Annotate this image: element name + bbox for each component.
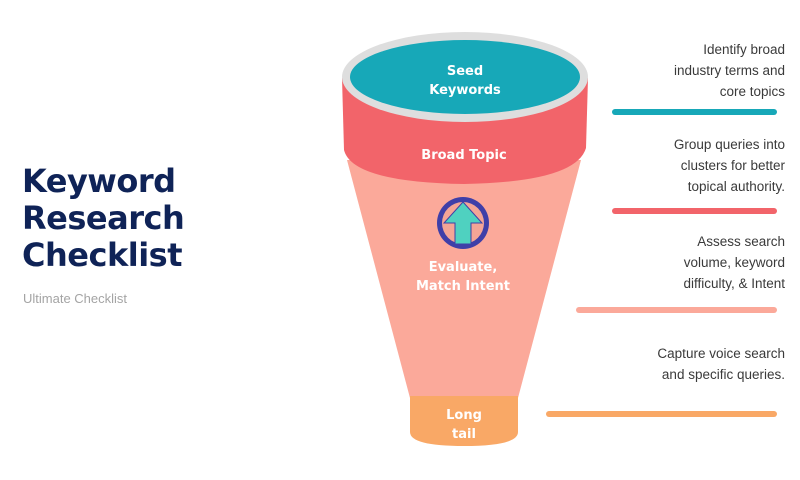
desc-line: Capture voice search [657,346,785,361]
desc-line: difficulty, & Intent [683,276,785,291]
connector-line-broad-topic [612,208,777,214]
stage-label-seed: Seed Keywords [429,62,501,100]
label-line: Long [446,408,482,423]
page-title: Keyword Research Checklist [22,162,185,274]
stage-label-broad-topic: Broad Topic [421,146,506,165]
subtitle: Ultimate Checklist [23,291,128,306]
label-line: Evaluate, [428,260,498,275]
desc-line: and specific queries. [661,367,785,382]
title-line: Research [22,199,185,237]
desc-line: clusters for better [680,158,785,173]
desc-line: Assess search [697,234,785,249]
funnel-stage-long-tail [410,396,518,446]
description-evaluate: Assess search volume, keyword difficulty… [683,231,785,294]
label-line: Broad Topic [421,148,507,163]
title-line: Checklist [22,236,183,274]
connector-line-seed [612,109,777,115]
description-seed: Identify broad industry terms and core t… [674,39,785,102]
label-line: Keywords [429,83,501,98]
label-line: Seed [446,64,484,79]
desc-line: industry terms and [673,63,785,78]
desc-line: volume, keyword [683,255,785,270]
up-arrow-circle-icon [437,197,489,249]
label-line: tail [452,427,476,442]
description-broad-topic: Group queries into clusters for better t… [674,134,785,197]
label-line: Match Intent [415,279,511,294]
desc-line: Identify broad [703,42,785,57]
connector-line-evaluate [576,307,777,313]
desc-line: Group queries into [673,137,785,152]
desc-line: topical authority. [687,179,785,194]
description-long-tail: Capture voice search and specific querie… [657,343,785,385]
funnel-stage-evaluate [347,160,581,398]
connector-line-long-tail [546,411,777,417]
stage-label-long-tail: Long tail [446,406,482,444]
title-line: Keyword [22,162,176,200]
funnel-stage-seed [350,40,580,114]
desc-line: core topics [719,84,785,99]
stage-label-evaluate: Evaluate, Match Intent [416,258,510,296]
